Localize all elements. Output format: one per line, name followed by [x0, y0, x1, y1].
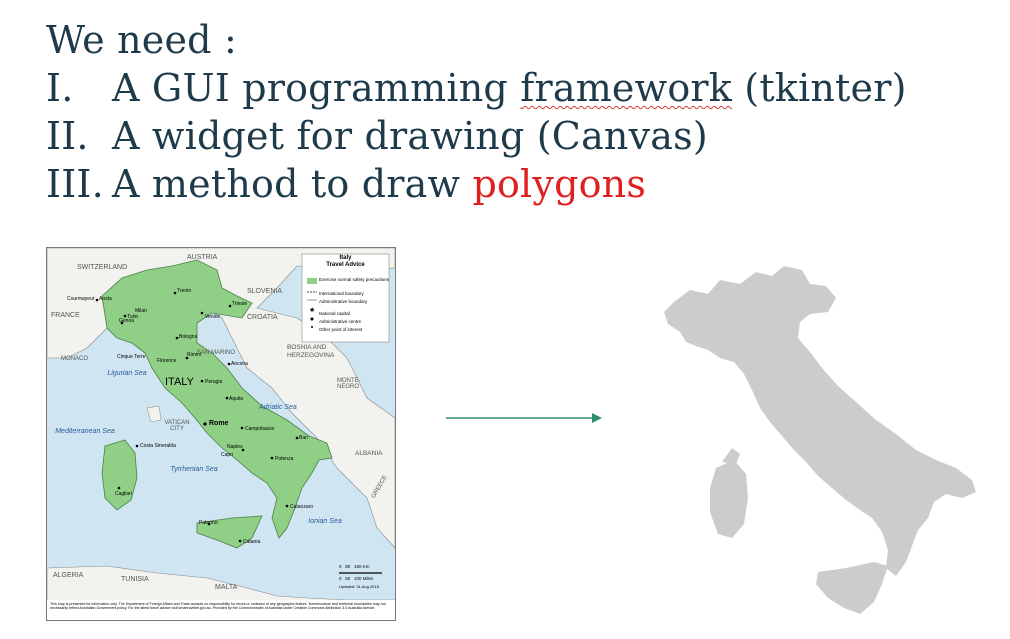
city-label: Palermo	[199, 520, 218, 526]
label-albania: ALBANIA	[355, 450, 383, 457]
label-austria: AUSTRIA	[187, 254, 218, 261]
city-label: Turin	[127, 314, 139, 320]
label-algeria: ALGERIA	[53, 572, 84, 579]
city-label: Florence	[157, 358, 177, 364]
legend-item: Administrative boundary	[319, 299, 368, 304]
city-label: Catania	[243, 539, 261, 545]
label-monaco: MONACO	[61, 356, 88, 362]
city-label: Genoa	[119, 318, 135, 324]
label-bosnia: BOSNIA AND	[287, 344, 327, 351]
city-label: Perugia	[205, 379, 223, 385]
label-slovenia: SLOVENIA	[247, 288, 283, 295]
scale-updated: Updated: 31 Aug 2015	[339, 584, 379, 589]
label-italy: ITALY	[165, 376, 194, 388]
spellcheck-word: framework	[520, 66, 733, 110]
city-label: Venice	[205, 314, 221, 320]
city-label: Costa Smeralda	[140, 443, 176, 449]
city-label: Trieste	[232, 301, 248, 307]
label-france: FRANCE	[51, 312, 80, 319]
list-text: A method to draw	[112, 162, 473, 206]
label-tyrrhenian-sea: Tyrrhenian Sea	[170, 466, 218, 473]
italy-silhouette	[664, 266, 976, 614]
legend-item: Other point of interest	[319, 327, 363, 332]
list-text: A GUI programming	[112, 66, 521, 110]
map-legend: Italy Travel Advice	[304, 255, 387, 269]
city-label: Aosta	[99, 296, 112, 302]
sardinia	[101, 439, 138, 511]
label-adriatic-sea: Adriatic Sea	[259, 404, 297, 411]
list-number: II.	[46, 114, 89, 158]
city-label: Cinque Terre	[117, 354, 146, 360]
italy-mainland	[101, 259, 333, 539]
label-vatican: VATICAN CITY	[164, 420, 190, 432]
legend-item: International boundary	[319, 291, 364, 296]
list-number: III.	[46, 162, 104, 206]
map-footnote: This map is presented for information on…	[50, 602, 386, 611]
highlight-word: polygons	[472, 162, 647, 206]
legend-item: Administrative centre	[319, 319, 362, 324]
list-text: A widget for drawing (Canvas)	[112, 114, 708, 158]
city-label: Courmayeur	[67, 296, 95, 302]
list-text-end: (tkinter)	[732, 66, 907, 110]
city-label: Milan	[135, 308, 147, 314]
label-ionian-sea: Ionian Sea	[308, 518, 342, 525]
svg-text:★: ★	[309, 306, 315, 314]
city-label: Naples	[227, 444, 243, 450]
label-switzerland: SWITZERLAND	[77, 264, 128, 271]
list-item: I. A GUI programming framework (tkinter)	[46, 64, 907, 112]
city-label: Bari	[299, 435, 308, 441]
label-ligurian-sea: Ligurian Sea	[107, 370, 147, 377]
legend-item: Exercise normal safety precautions	[319, 277, 389, 282]
heading-intro: We need :	[46, 18, 237, 62]
label-mediterranean-sea: Mediterranean Sea	[55, 428, 115, 435]
city-label: Potenza	[275, 456, 294, 462]
label-malta: MALTA	[215, 584, 238, 591]
legend-title: Italy	[339, 255, 352, 261]
label-san-marino: SAN MARINO	[197, 350, 236, 356]
scale-miles: 0 50 100 Miles	[339, 576, 374, 581]
list-item: II. A widget for drawing (Canvas)	[46, 112, 907, 160]
list-number: I.	[46, 66, 74, 110]
heading-block: We need : I. A GUI programming framework …	[46, 16, 907, 208]
city-label: Ancona	[231, 361, 248, 367]
city-label: Campobasso	[245, 426, 275, 432]
legend-subtitle: Travel Advice	[326, 262, 365, 268]
city-label: Trento	[177, 288, 192, 294]
label-montenegro: MONTE-NEGRO	[337, 378, 361, 390]
city-label: Cagliari	[115, 491, 132, 497]
sicily	[196, 515, 263, 549]
legend-items: Exercise normal safety precautions Inter…	[319, 276, 389, 334]
city-label: Aquila	[229, 396, 243, 402]
city-label: Catanzaro	[290, 504, 314, 510]
city-label-capital: Rome	[209, 420, 229, 427]
legend-item: National capital	[319, 311, 350, 316]
label-herzegovina: HERZEGOVINA	[287, 352, 335, 359]
list-item: III.A method to draw polygons	[46, 160, 907, 208]
city-label: Rimini	[187, 352, 201, 358]
label-croatia: CROATIA	[247, 314, 278, 321]
city-label: Capri	[221, 452, 233, 458]
scale-km: 0 80 160 Km	[339, 564, 370, 569]
map-svg: ★	[47, 248, 395, 620]
city-label: Bologna	[179, 334, 198, 340]
italy-map-image: ★ Italy Travel Advice Exercise	[46, 247, 396, 621]
label-tunisia: TUNISIA	[121, 576, 149, 583]
arrow-right-icon	[446, 413, 602, 423]
